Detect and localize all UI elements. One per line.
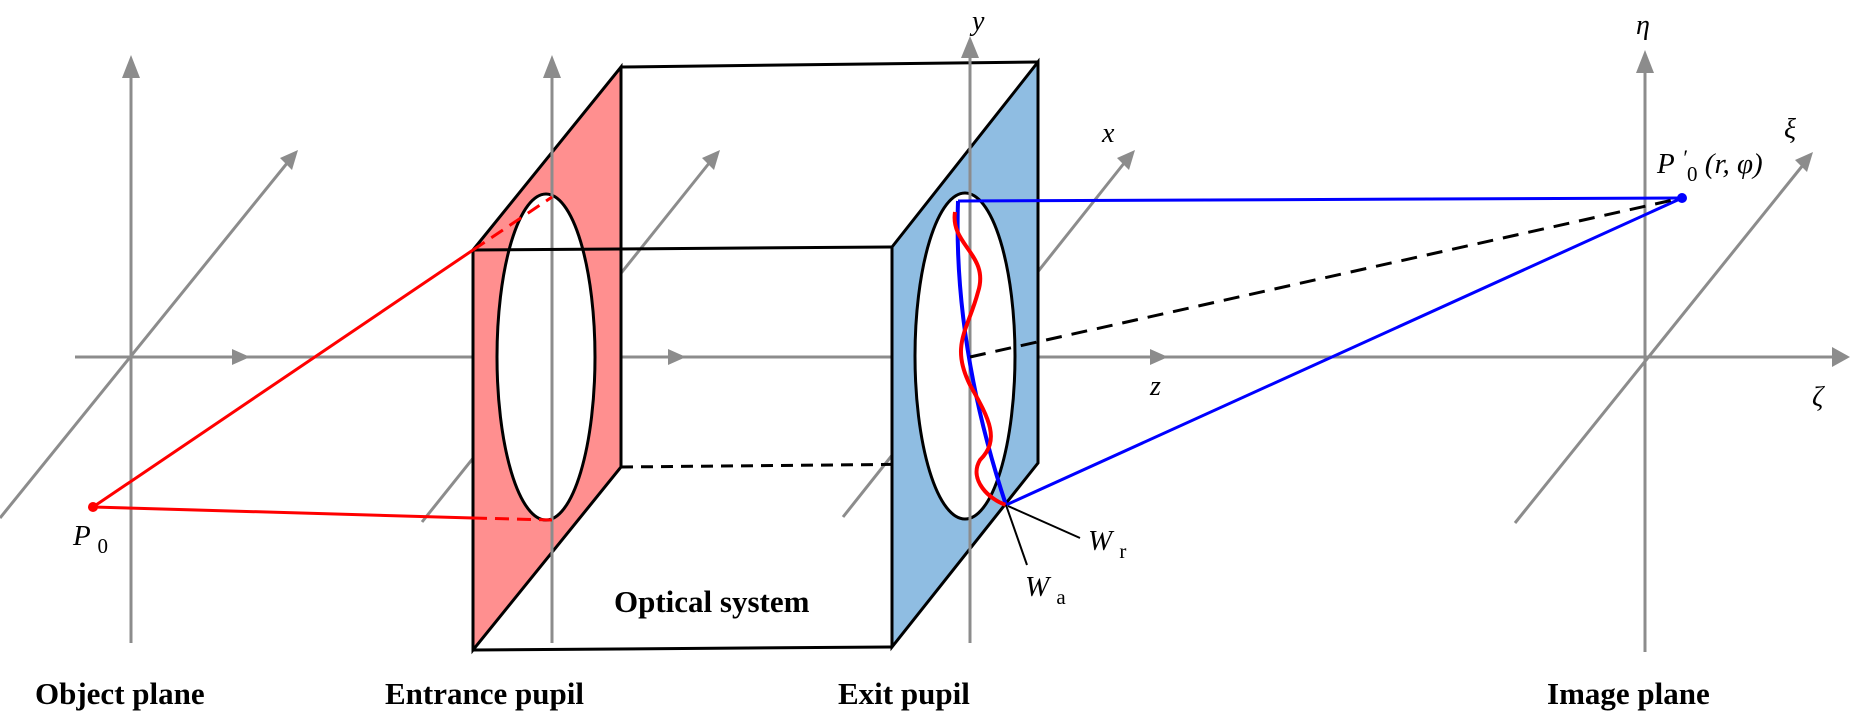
object-point-main: P [72, 520, 90, 552]
wa-subscript: a [1056, 585, 1066, 609]
axis-label-z: z [1149, 371, 1161, 402]
wr-subscript: r [1119, 539, 1126, 563]
wa-main: W [1025, 571, 1052, 603]
object-plane-axes [0, 55, 298, 643]
wavefronts [952, 200, 1008, 507]
object-point-label: P 0 [72, 520, 108, 558]
image-plane-axes [1513, 50, 1813, 652]
image-point-main: P [1656, 148, 1675, 180]
blue-rays [957, 193, 1687, 507]
image-point-subscript: 0 [1687, 162, 1698, 186]
axis-label-zeta: ζ [1812, 382, 1825, 413]
image-plane-label: Image plane [1547, 676, 1710, 711]
axis-label-eta: η [1636, 10, 1650, 41]
wr-main: W [1088, 525, 1115, 557]
image-point-prime: ′ [1682, 145, 1688, 170]
exit-pupil-label: Exit pupil [838, 676, 970, 711]
entrance-pupil-plane [471, 62, 623, 655]
object-plane-label: Object plane [35, 676, 205, 711]
image-point-label: P ′ 0 (r, φ) [1656, 140, 1763, 188]
axis-label-xi: ξ [1784, 114, 1796, 145]
red-rays [88, 195, 553, 522]
exit-pupil-plane [890, 50, 1040, 652]
wa-label: W a [1025, 571, 1066, 609]
wr-label: W r [1088, 525, 1126, 563]
entrance-pupil-label: Entrance pupil [385, 676, 584, 711]
optical-system-label: Optical system [614, 584, 810, 619]
object-point-subscript: 0 [97, 534, 108, 558]
axis-label-y: y [969, 6, 985, 37]
axis-label-x: x [1101, 118, 1115, 149]
wavefront-leader-lines [1005, 504, 1081, 566]
image-point-args: (r, φ) [1705, 148, 1763, 180]
optical-axis [75, 347, 1850, 367]
